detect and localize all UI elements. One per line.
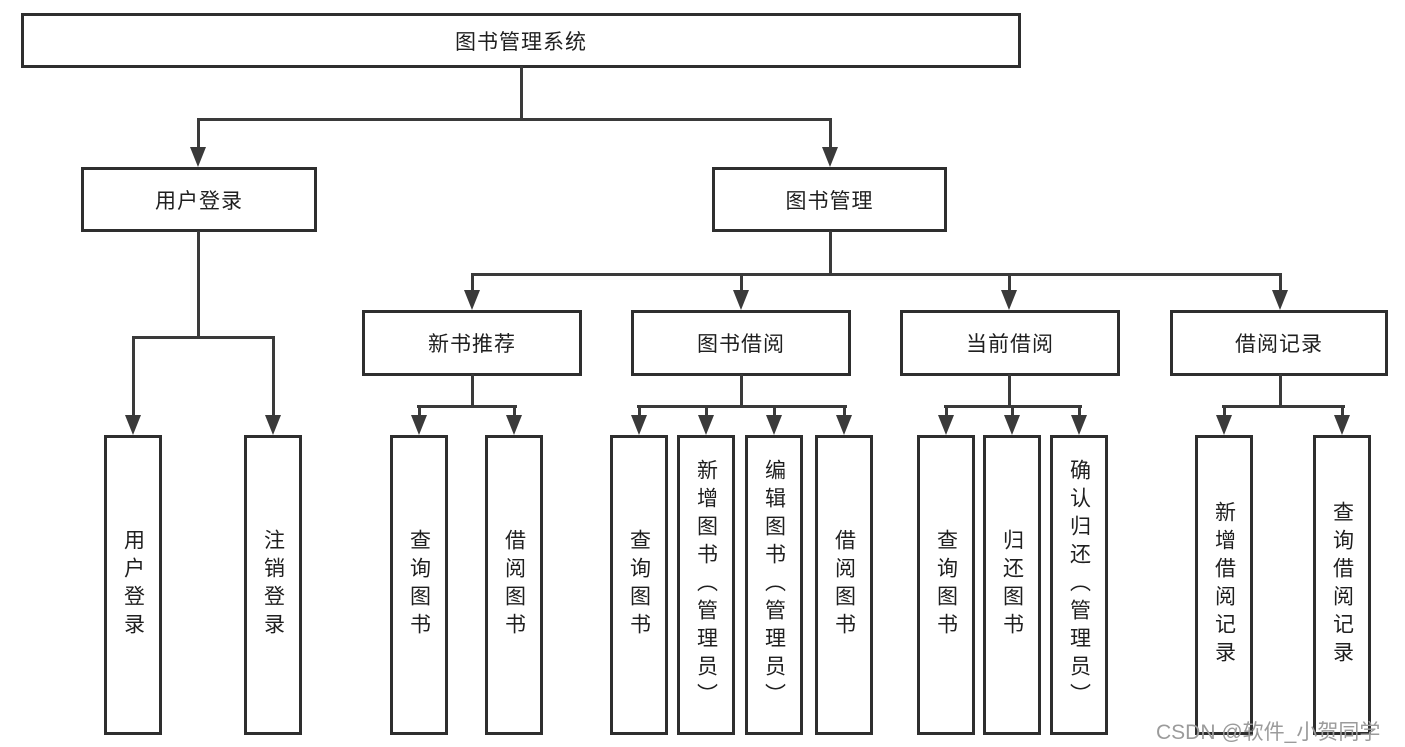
node-new-book-recommend: 新书推荐 [362,310,582,376]
leaf-borrow-books-recommend: 借阅图书 [485,435,543,735]
leaf-logout: 注销登录 [244,435,302,735]
arrow-down-icon [1272,290,1288,310]
node-book-management: 图书管理 [712,167,947,232]
leaf-query-books-recommend: 查询图书 [390,435,448,735]
leaf-add-book-admin-label: 新增图书（管理员） [694,459,718,711]
connector-line [740,275,743,292]
leaf-add-book-admin: 新增图书（管理员） [677,435,735,735]
leaf-return-books-label: 归还图书 [1000,529,1024,641]
leaf-borrow-books-recommend-label: 借阅图书 [502,529,526,641]
leaf-confirm-return-admin: 确认归还（管理员） [1050,435,1108,735]
arrow-down-icon [822,147,838,167]
connector-line [520,66,523,121]
node-borrowing-records-label: 借阅记录 [1235,333,1323,356]
connector-line [1279,275,1282,292]
node-book-borrowing-label: 图书借阅 [697,333,785,356]
node-book-borrowing: 图书借阅 [631,310,851,376]
leaf-return-books: 归还图书 [983,435,1041,735]
leaf-logout-label: 注销登录 [261,529,285,641]
node-user-login-label: 用户登录 [155,189,243,213]
node-new-book-recommend-label: 新书推荐 [428,333,516,356]
connector-line [272,338,275,416]
leaf-query-books-current-label: 查询图书 [934,529,958,641]
connector-line [843,407,846,417]
connector-line [1279,374,1282,408]
connector-line [705,407,708,417]
connector-line [417,405,517,408]
node-borrowing-records: 借阅记录 [1170,310,1388,376]
leaf-add-borrow-record: 新增借阅记录 [1195,435,1253,735]
arrow-down-icon [506,415,522,435]
leaf-query-books-current: 查询图书 [917,435,975,735]
connector-line [197,118,832,121]
node-user-login: 用户登录 [81,167,317,232]
connector-line [471,374,474,408]
leaf-user-login: 用户登录 [104,435,162,735]
connector-line [637,405,847,408]
connector-line [1341,407,1344,417]
connector-line [132,338,135,416]
connector-line [197,120,200,150]
node-current-borrowing-label: 当前借阅 [966,333,1054,356]
leaf-confirm-return-admin-label: 确认归还（管理员） [1067,459,1091,711]
connector-line [1008,374,1011,408]
node-current-borrowing: 当前借阅 [900,310,1120,376]
arrow-down-icon [1071,415,1087,435]
arrow-down-icon [1001,290,1017,310]
leaf-add-borrow-record-label: 新增借阅记录 [1212,501,1236,669]
arrow-down-icon [411,415,427,435]
arrow-down-icon [190,147,206,167]
leaf-query-books-recommend-label: 查询图书 [407,529,431,641]
arrow-down-icon [125,415,141,435]
connector-line [944,405,1082,408]
connector-line [945,407,948,417]
leaf-edit-book-admin: 编辑图书（管理员） [745,435,803,735]
connector-line [740,374,743,408]
connector-line [1222,405,1345,408]
connector-line [773,407,776,417]
connector-line [1011,407,1014,417]
connector-line [1008,275,1011,292]
arrow-down-icon [1334,415,1350,435]
leaf-borrow-books-borrowing: 借阅图书 [815,435,873,735]
leaf-borrow-books-borrowing-label: 借阅图书 [832,529,856,641]
arrow-down-icon [698,415,714,435]
node-library-management-system: 图书管理系统 [21,13,1021,68]
arrow-down-icon [631,415,647,435]
arrow-down-icon [1004,415,1020,435]
arrow-down-icon [464,290,480,310]
connector-line [197,231,200,339]
connector-line [829,120,832,150]
leaf-query-books-borrowing: 查询图书 [610,435,668,735]
connector-line [471,275,474,292]
connector-line [513,407,516,417]
leaf-query-borrow-record: 查询借阅记录 [1313,435,1371,735]
connector-line [418,407,421,417]
connector-line [1078,407,1081,417]
leaf-query-books-borrowing-label: 查询图书 [627,529,651,641]
connector-line [638,407,641,417]
leaf-query-borrow-record-label: 查询借阅记录 [1330,501,1354,669]
arrow-down-icon [938,415,954,435]
node-library-management-system-label: 图书管理系统 [455,30,587,54]
connector-line [829,231,832,276]
connector-line [1223,407,1226,417]
arrow-down-icon [733,290,749,310]
leaf-edit-book-admin-label: 编辑图书（管理员） [762,459,786,711]
arrow-down-icon [1216,415,1232,435]
arrow-down-icon [265,415,281,435]
connector-line [471,273,1282,276]
connector-line [132,336,275,339]
node-book-management-label: 图书管理 [785,189,874,213]
csdn-watermark: CSDN @软件_小贺同学 [1156,721,1381,744]
leaf-user-login-label: 用户登录 [121,529,145,641]
arrow-down-icon [836,415,852,435]
arrow-down-icon [766,415,782,435]
